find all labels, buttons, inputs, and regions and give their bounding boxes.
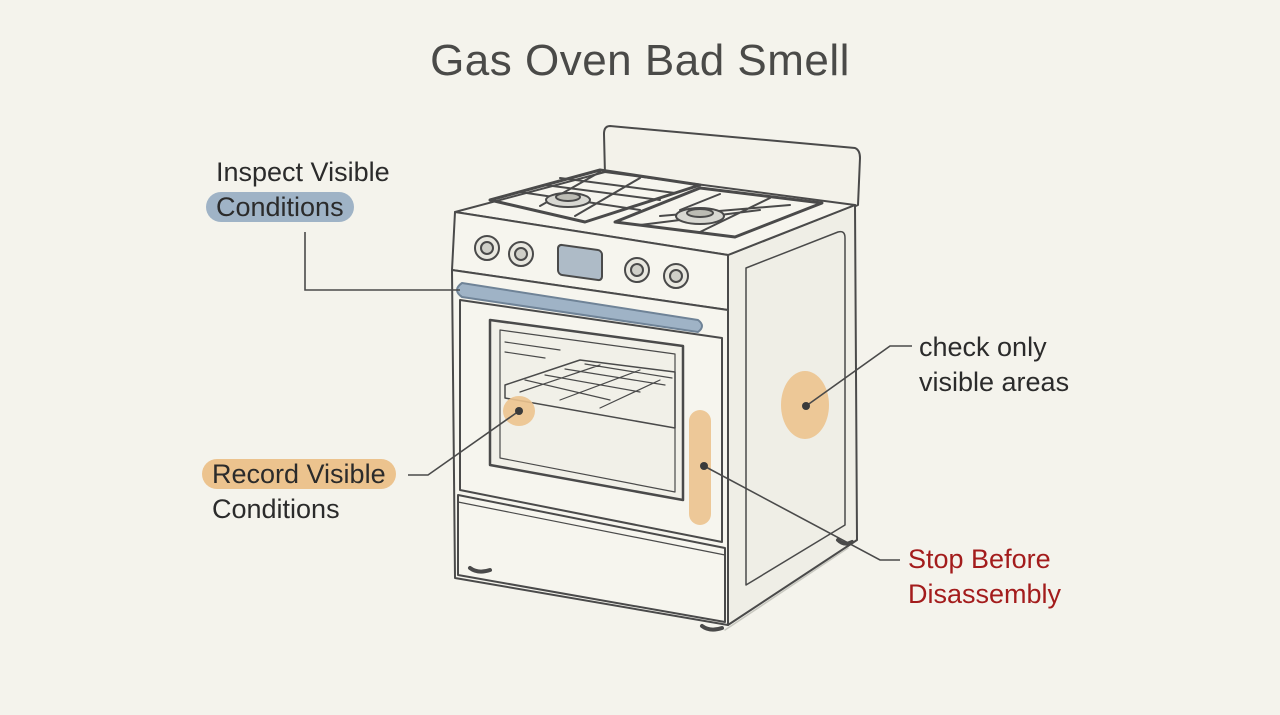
leader-dot-check xyxy=(802,402,810,410)
oven-door xyxy=(459,299,723,543)
callout-inspect: Inspect Visible Conditions xyxy=(206,155,390,225)
floor-shadow xyxy=(724,547,849,631)
callout-stop: Stop Before Disassembly xyxy=(908,542,1061,612)
oven-window xyxy=(488,318,685,502)
leader-dot-record xyxy=(515,407,523,415)
callout-check-line2: visible areas xyxy=(919,367,1070,397)
oven-window-inner xyxy=(499,329,676,493)
leader-record xyxy=(408,410,520,476)
callout-record-line2: Conditions xyxy=(212,494,340,524)
leader-check xyxy=(805,345,912,407)
callout-check: check only visible areas xyxy=(919,330,1069,400)
foot-right xyxy=(700,624,724,632)
callout-record: Record Visible Conditions xyxy=(202,457,396,527)
storage-drawer xyxy=(457,494,726,623)
callout-stop-line2: Disassembly xyxy=(908,579,1062,609)
door-handle-highlight xyxy=(456,282,703,333)
callout-inspect-line2: Conditions xyxy=(206,192,354,222)
callout-inspect-line1: Inspect Visible xyxy=(216,157,390,187)
callout-check-line1: check only xyxy=(919,332,1047,362)
leader-dot-stop xyxy=(700,462,708,470)
left-grate xyxy=(488,168,702,224)
oven-rack xyxy=(504,359,676,429)
display-panel xyxy=(557,243,603,282)
leader-inspect xyxy=(304,232,460,291)
right-grate xyxy=(613,186,824,239)
foot-left xyxy=(468,566,492,574)
side-panel-inset xyxy=(745,230,846,586)
leader-stop xyxy=(703,465,900,561)
callout-record-line1: Record Visible xyxy=(202,459,396,489)
foot-side xyxy=(836,538,854,546)
page-title: Gas Oven Bad Smell xyxy=(430,36,850,85)
door-edge-highlight xyxy=(689,410,711,525)
callout-stop-line1: Stop Before xyxy=(908,544,1051,574)
